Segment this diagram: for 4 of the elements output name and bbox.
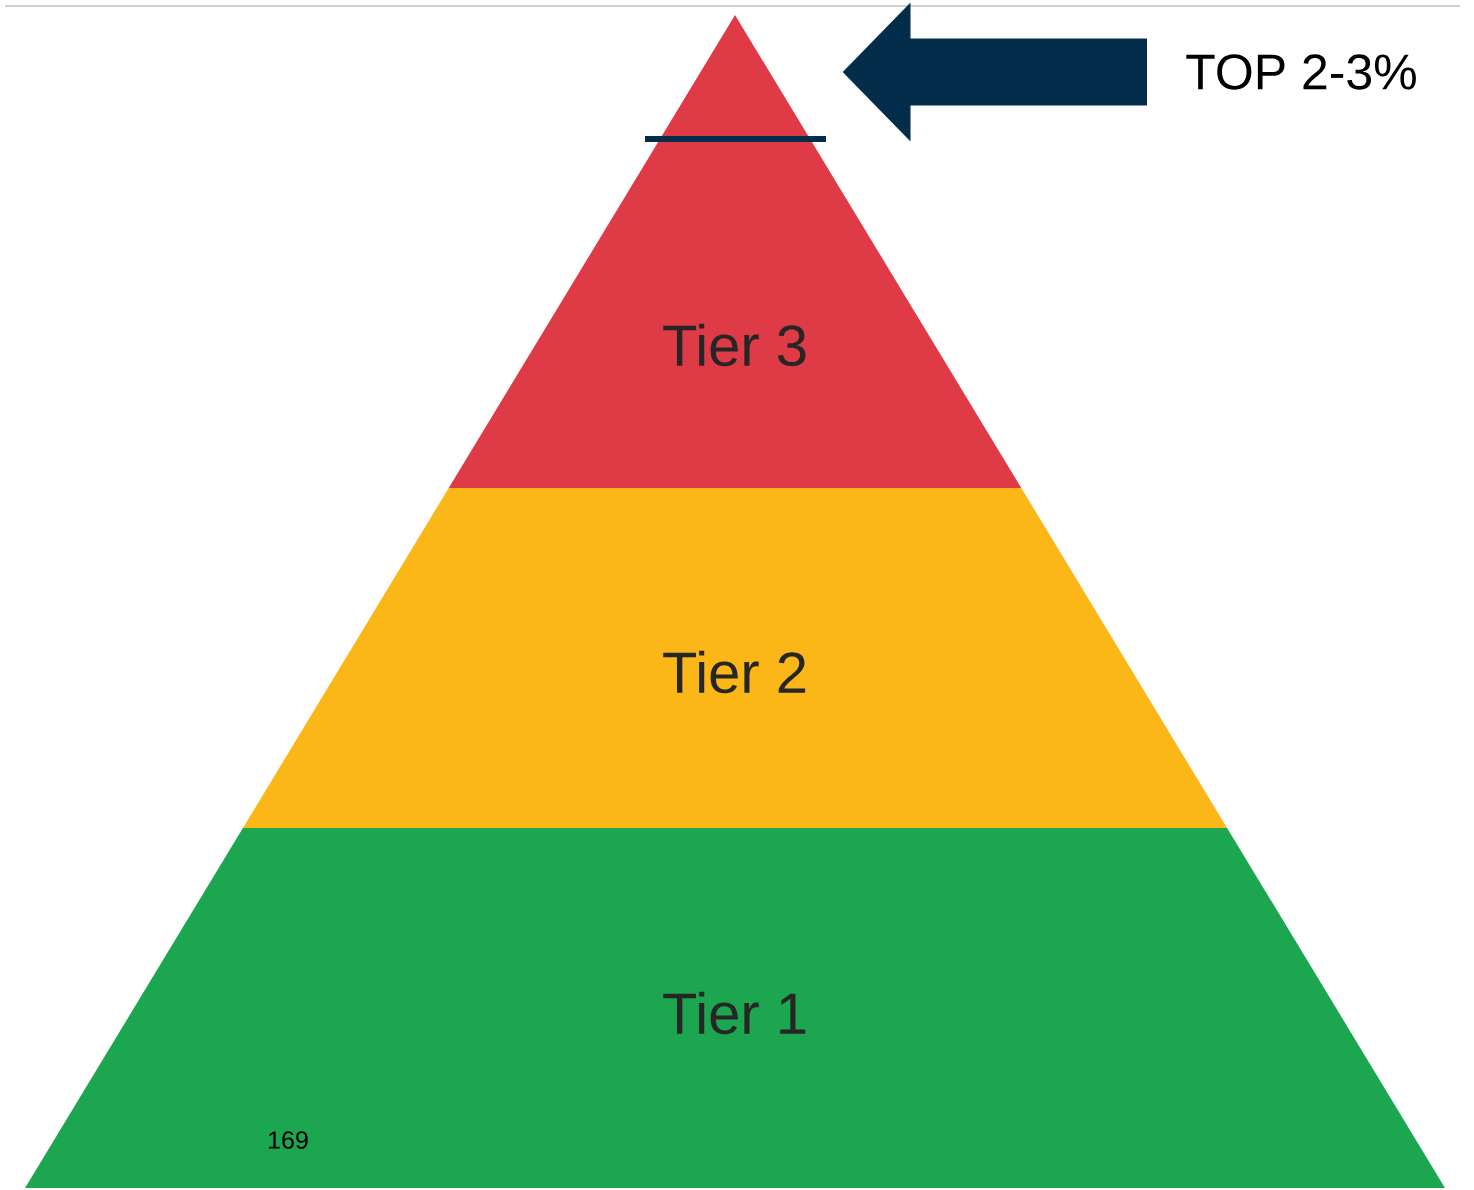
page-number: 169 xyxy=(269,1131,308,1149)
pyramid-tier: Tier 2 xyxy=(242,488,1228,828)
callout-text: TOP 2-3% xyxy=(1186,54,1416,90)
pyramid-tier: Tier 3 xyxy=(448,15,1022,488)
